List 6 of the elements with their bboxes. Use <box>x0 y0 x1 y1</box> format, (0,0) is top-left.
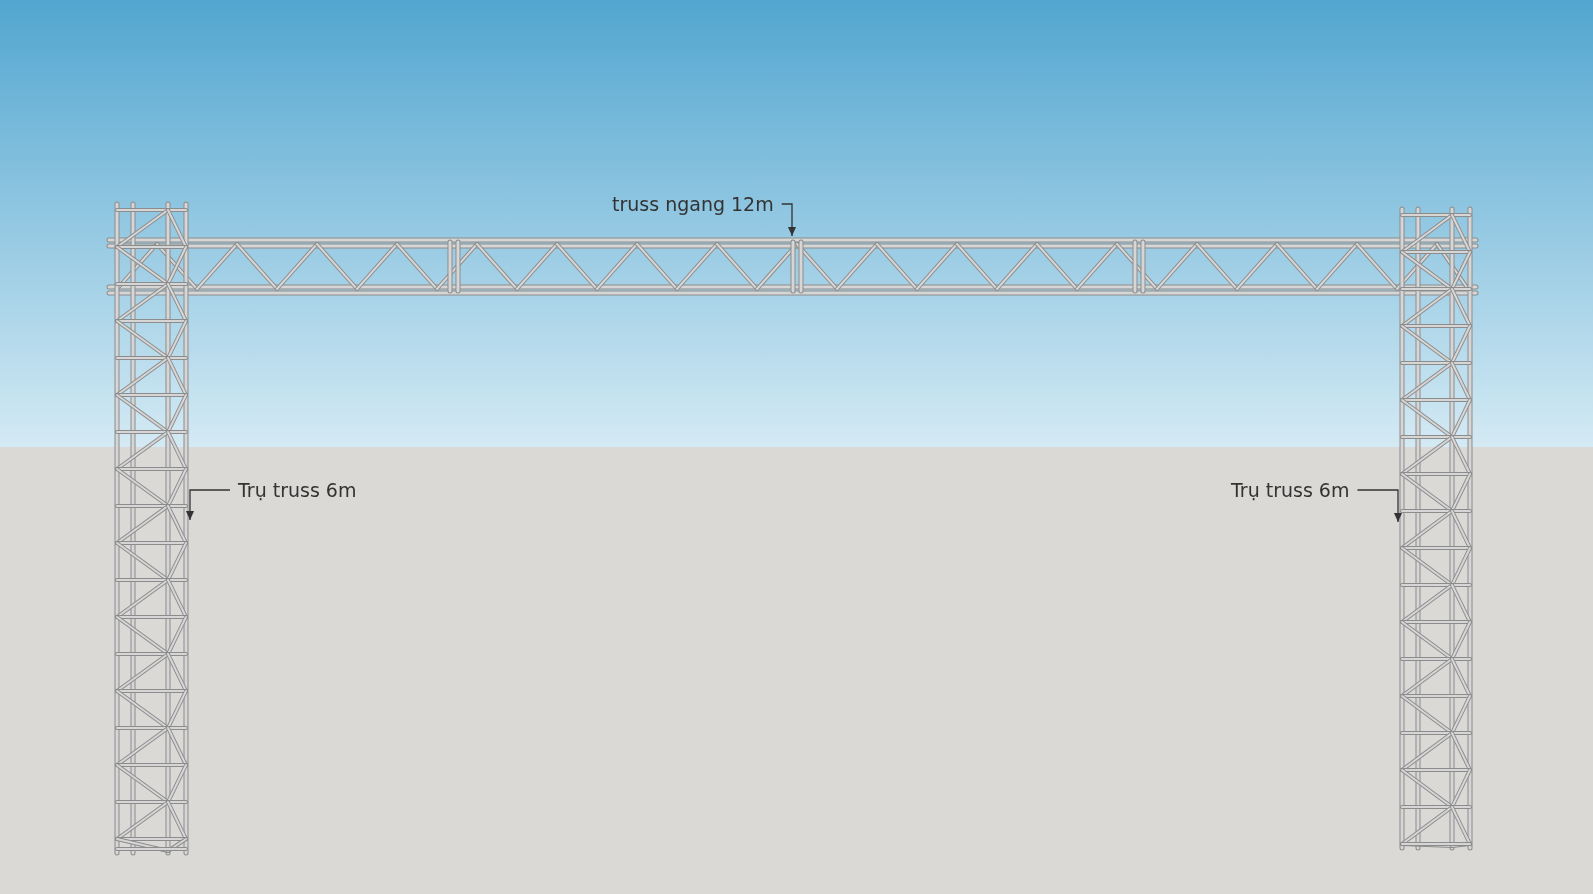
leader-arrow <box>781 203 796 237</box>
part-label: Trụ truss 6m <box>1231 478 1350 502</box>
leader-arrow <box>186 489 231 521</box>
leader-arrow <box>1356 489 1402 523</box>
part-label: truss ngang 12m <box>612 192 774 216</box>
part-label: Trụ truss 6m <box>238 478 357 502</box>
